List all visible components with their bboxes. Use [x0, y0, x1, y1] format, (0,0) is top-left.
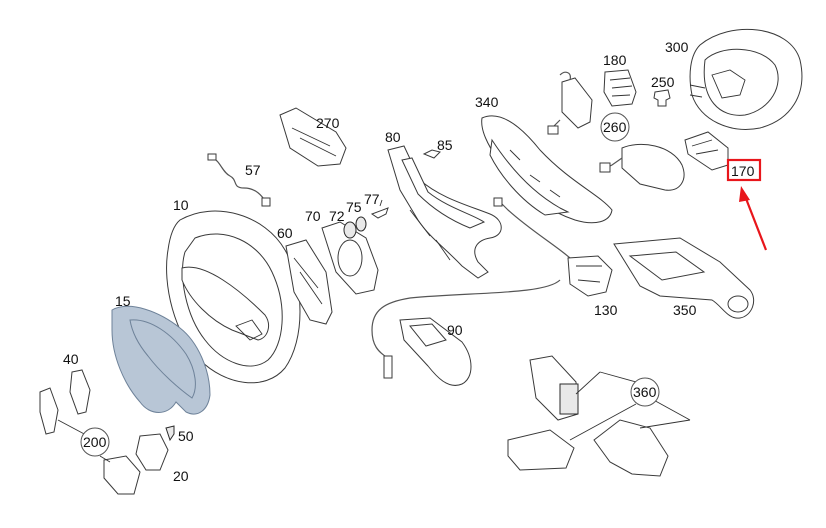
- label-270: 270: [316, 115, 340, 131]
- label-260: 260: [603, 119, 627, 135]
- label-340: 340: [475, 94, 499, 110]
- part-15-shroud[interactable]: [111, 305, 211, 415]
- part-50-screw[interactable]: [165, 425, 175, 442]
- label-77: 77: [364, 191, 380, 207]
- part-cable[interactable]: [371, 197, 571, 379]
- part-250-bolt[interactable]: [653, 89, 671, 107]
- label-300: 300: [665, 39, 689, 55]
- label-350: 350: [673, 302, 697, 318]
- label-10: 10: [173, 197, 189, 213]
- label-40: 40: [63, 351, 79, 367]
- part-70-clockspring[interactable]: [321, 221, 379, 295]
- part-350-lower-cover[interactable]: [613, 237, 755, 319]
- part-80-frame[interactable]: [387, 145, 502, 279]
- label-170: 170: [731, 163, 755, 179]
- label-20: 20: [173, 468, 189, 484]
- highlight-box-170: [726, 158, 762, 182]
- part-10-steering-wheel[interactable]: [166, 210, 301, 384]
- label-50: 50: [178, 428, 194, 444]
- label-90: 90: [447, 322, 463, 338]
- part-60-module[interactable]: [285, 239, 333, 325]
- part-75-nut[interactable]: [355, 216, 367, 232]
- part-paddle-left[interactable]: [39, 387, 89, 437]
- label-72: 72: [329, 208, 345, 224]
- label-15: 15: [115, 293, 131, 309]
- part-340-cover[interactable]: [481, 115, 613, 224]
- label-130: 130: [594, 302, 618, 318]
- part-170-switch[interactable]: [684, 131, 729, 171]
- callout-circle-260: [600, 112, 630, 142]
- label-85: 85: [437, 137, 453, 153]
- label-70: 70: [305, 208, 321, 224]
- part-72-bearing[interactable]: [343, 221, 357, 239]
- part-switch-harness[interactable]: [547, 71, 593, 135]
- part-77-bolt[interactable]: [370, 199, 389, 219]
- red-arrow-icon: [739, 186, 768, 251]
- part-90-trim[interactable]: [399, 317, 472, 386]
- part-40-paddle[interactable]: [69, 369, 91, 415]
- label-57: 57: [245, 162, 261, 178]
- part-57-harness[interactable]: [207, 153, 271, 207]
- part-260-switch-unit[interactable]: [599, 143, 685, 191]
- label-200: 200: [83, 434, 107, 450]
- label-360: 360: [633, 384, 657, 400]
- part-180-switch[interactable]: [603, 69, 637, 107]
- label-80: 80: [385, 129, 401, 145]
- part-130-module[interactable]: [567, 255, 613, 297]
- label-180: 180: [603, 52, 627, 68]
- callout-circle-200: [80, 427, 110, 457]
- part-270-switch[interactable]: [279, 107, 347, 167]
- part-300-airbag[interactable]: [689, 28, 803, 130]
- part-85-screw[interactable]: [422, 149, 441, 159]
- label-60: 60: [277, 225, 293, 241]
- part-360-trim-set[interactable]: [507, 355, 691, 477]
- label-250: 250: [651, 74, 675, 90]
- label-75: 75: [346, 199, 362, 215]
- callout-circle-360: [630, 377, 660, 407]
- part-200-paddle-set[interactable]: [99, 433, 169, 495]
